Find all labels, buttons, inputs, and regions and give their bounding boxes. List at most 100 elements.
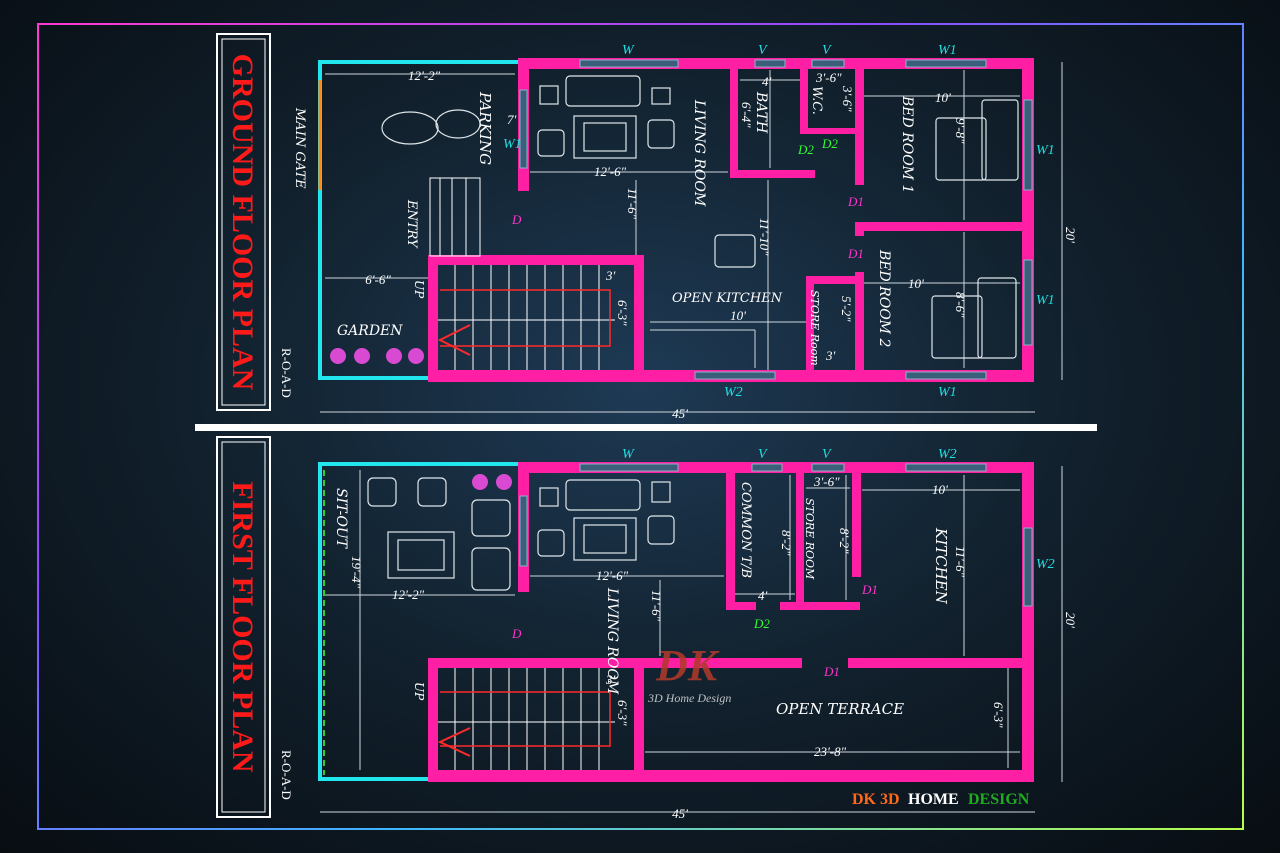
bed-icon bbox=[931, 295, 983, 359]
armchair-icon bbox=[417, 477, 447, 507]
first-floor-plan: 45' 20' bbox=[279, 447, 1078, 821]
sofa-icon bbox=[565, 75, 641, 107]
first-windows bbox=[519, 463, 1033, 607]
scooter-icon bbox=[381, 111, 439, 145]
ground-entry-steps bbox=[429, 177, 481, 257]
brand-3d: 3D bbox=[880, 791, 900, 808]
armchair-icon bbox=[537, 129, 565, 157]
mark-v: V bbox=[758, 447, 768, 462]
first-living-room-label: LIVING ROOM bbox=[604, 587, 620, 695]
tv-icon bbox=[539, 85, 559, 105]
side-table-icon bbox=[651, 481, 671, 503]
first-up-label: UP bbox=[412, 682, 426, 701]
ground-furniture bbox=[381, 75, 1019, 359]
dim-first-kitchen-width: 10' bbox=[932, 482, 948, 497]
ground-up-label: UP bbox=[412, 280, 426, 299]
open-terrace-label: OPEN TERRACE bbox=[776, 700, 904, 718]
mark-d1: D1 bbox=[823, 664, 840, 679]
center-table-icon bbox=[387, 531, 455, 579]
mark-w2: W2 bbox=[724, 385, 743, 400]
first-floor-title: FIRST FLOOR PLAN bbox=[226, 481, 259, 772]
open-kitchen-label: OPEN KITCHEN bbox=[672, 291, 783, 306]
dim-wc-width: 3'-6" bbox=[815, 70, 842, 85]
dim-store-depth: 5'-2" bbox=[839, 296, 854, 322]
watermark-text: 3D Home Design bbox=[647, 691, 731, 705]
bed-icon bbox=[935, 117, 987, 181]
first-stair bbox=[437, 668, 615, 770]
garden-flowers bbox=[330, 348, 424, 364]
wc-label: W.C. bbox=[809, 86, 824, 115]
sofa-icon bbox=[565, 479, 641, 511]
dim-store-width: 3' bbox=[825, 348, 836, 363]
dim-bed1-depth: 9'-8" bbox=[953, 118, 968, 144]
dim-tb-depth: 8'-2" bbox=[779, 530, 794, 556]
mark-w1: W1 bbox=[503, 137, 522, 152]
ground-road-label: R-O-A-D bbox=[279, 348, 294, 398]
armchair-icon bbox=[471, 547, 511, 591]
bath-label: BATH bbox=[753, 91, 769, 134]
first-store-room-label: STORE ROOM bbox=[803, 498, 816, 580]
armchair-icon bbox=[647, 119, 675, 149]
mark-v: V bbox=[822, 447, 832, 462]
mark-w1: W1 bbox=[1036, 143, 1055, 158]
bed-room-1-label: BED ROOM 1 bbox=[899, 95, 915, 193]
armchair-icon bbox=[647, 515, 675, 545]
dim-first-stair-3: 3' bbox=[605, 672, 616, 687]
first-walls bbox=[428, 462, 1034, 782]
brand-logo: DK 3D HOME DESIGN bbox=[852, 791, 1030, 808]
mark-w1: W1 bbox=[938, 385, 957, 400]
mark-d2: D2 bbox=[797, 142, 814, 157]
ground-dim-lines bbox=[325, 70, 1020, 370]
armchair-icon bbox=[367, 477, 397, 507]
dim-first-store-width: 3'-6" bbox=[813, 474, 840, 489]
mark-w: W bbox=[622, 447, 635, 462]
armchair-icon bbox=[471, 499, 511, 537]
center-table-icon bbox=[573, 115, 637, 159]
dim-first-stair-depth: 6'-3" bbox=[615, 700, 630, 726]
dim-sitout-width: 12'-2" bbox=[392, 587, 425, 602]
mark-w2: W2 bbox=[938, 447, 957, 462]
mark-v: V bbox=[758, 43, 768, 58]
dim-bed1-width: 10' bbox=[935, 90, 951, 105]
tv-icon bbox=[539, 487, 559, 507]
mark-w2: W2 bbox=[1036, 557, 1055, 572]
dim-side-7: 7' bbox=[507, 112, 517, 127]
mark-w: W bbox=[622, 43, 635, 58]
dim-sitout-depth: 19'-4" bbox=[349, 556, 364, 589]
dim-first-store-depth: 8'-2" bbox=[837, 528, 852, 554]
dim-kitchen-depth: 11'-10" bbox=[757, 218, 772, 256]
ground-floor-title-box: GROUND FLOOR PLAN bbox=[216, 33, 271, 411]
ground-windows bbox=[519, 59, 1033, 380]
sheet-border bbox=[37, 23, 1244, 830]
plan-divider bbox=[195, 424, 1097, 431]
dim-tb-width: 4' bbox=[758, 588, 768, 603]
brand-dk: DK bbox=[852, 791, 877, 808]
dim-bed2-depth: 8'-6" bbox=[953, 292, 968, 318]
kitchen-label: KITCHEN bbox=[932, 527, 950, 605]
ground-overall-length: 45' bbox=[672, 406, 688, 421]
first-road-label: R-O-A-D bbox=[279, 750, 294, 800]
bed-room-2-label: BED ROOM 2 bbox=[876, 249, 892, 347]
dk-watermark: DK 3D Home Design bbox=[647, 641, 731, 705]
side-table-icon bbox=[651, 87, 671, 105]
parking-label: PARKING bbox=[476, 91, 494, 165]
ground-compound-wall bbox=[318, 60, 519, 380]
mark-d: D bbox=[511, 626, 522, 641]
dim-living-width: 12'-6" bbox=[594, 164, 627, 179]
watermark-logo: DK bbox=[655, 641, 720, 690]
ground-floor-title: GROUND FLOOR PLAN bbox=[226, 54, 259, 391]
mark-d2: D2 bbox=[821, 136, 838, 151]
dim-terrace-depth: 6'-3" bbox=[991, 702, 1006, 728]
mark-d1: D1 bbox=[847, 246, 864, 261]
main-gate-label: MAIN GATE bbox=[292, 107, 307, 189]
garden-label: GARDEN bbox=[337, 323, 403, 339]
dim-first-living-depth: 11'-6" bbox=[649, 590, 664, 622]
mark-w1: W1 bbox=[938, 43, 957, 58]
dim-ground-stair-depth: 6'-3" bbox=[615, 300, 630, 326]
dim-kitchen-width: 10' bbox=[730, 308, 746, 323]
dim-bath-depth: 6'-4" bbox=[739, 102, 754, 128]
dim-garden-width: 6'-6" bbox=[365, 272, 391, 287]
sit-out-label: SIT-OUT bbox=[333, 488, 349, 550]
